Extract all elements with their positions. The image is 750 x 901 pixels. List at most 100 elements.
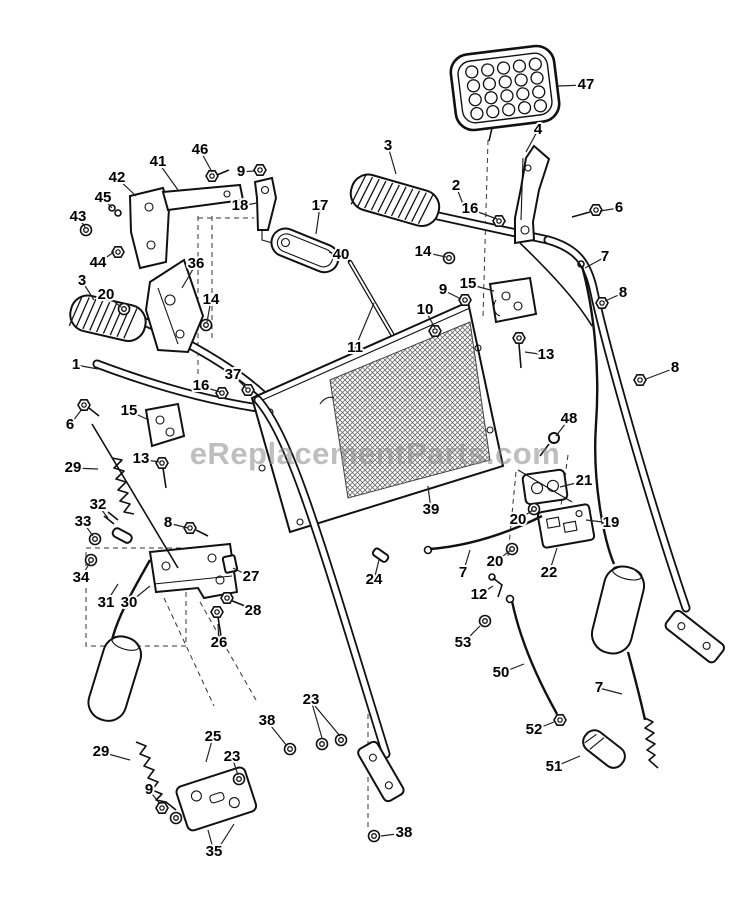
lever-17 bbox=[270, 227, 340, 274]
part-label-52: 52 bbox=[526, 721, 543, 738]
leader-line-37 bbox=[232, 374, 247, 389]
part-label-7: 7 bbox=[459, 564, 467, 581]
part-label-40: 40 bbox=[333, 246, 350, 263]
part-label-8: 8 bbox=[619, 284, 627, 301]
bolt-16-left bbox=[215, 386, 229, 400]
part-label-2: 2 bbox=[452, 177, 460, 194]
leader-line-8 bbox=[167, 522, 189, 529]
leader-line-34 bbox=[80, 561, 91, 579]
part-label-24: 24 bbox=[366, 571, 383, 588]
panel-mesh bbox=[329, 321, 491, 499]
leader-line-38 bbox=[380, 832, 405, 837]
part-label-23: 23 bbox=[224, 748, 241, 765]
leader-line-6 bbox=[599, 207, 620, 212]
part-label-32: 32 bbox=[90, 496, 107, 513]
part-label-22: 22 bbox=[541, 564, 558, 581]
part-label-14: 14 bbox=[203, 291, 220, 308]
headlight bbox=[449, 44, 561, 142]
leader-line-14 bbox=[206, 299, 212, 323]
part-label-44: 44 bbox=[90, 254, 107, 271]
washer-20-left bbox=[117, 302, 131, 316]
right-grip bbox=[349, 173, 441, 227]
bolt-6-left bbox=[77, 398, 91, 412]
right-cable-assembly bbox=[423, 260, 659, 769]
fasteners bbox=[77, 164, 647, 619]
bolt-16-right bbox=[492, 215, 506, 227]
bolt-9-bottom bbox=[155, 801, 169, 815]
washer-23-bottom bbox=[232, 772, 246, 786]
washer-38-bottom bbox=[367, 829, 381, 843]
leader-line-3 bbox=[387, 145, 397, 175]
right-upper-bracket bbox=[514, 144, 551, 245]
part-label-13: 13 bbox=[538, 346, 555, 363]
leader-line-24 bbox=[373, 559, 380, 581]
part-label-11: 11 bbox=[347, 339, 363, 356]
part-label-17: 17 bbox=[312, 197, 329, 214]
bracket-27 bbox=[221, 554, 239, 574]
leader-line-15 bbox=[467, 283, 495, 292]
clip-32 bbox=[103, 511, 119, 525]
part-label-26: 26 bbox=[211, 634, 228, 651]
part-label-29: 29 bbox=[93, 743, 110, 760]
rod-50 bbox=[510, 600, 559, 715]
part-label-20: 20 bbox=[510, 511, 527, 528]
part-label-16: 16 bbox=[462, 200, 479, 217]
part-label-1: 1 bbox=[72, 356, 80, 373]
leader-line-20 bbox=[494, 549, 512, 563]
washer-23-a bbox=[315, 737, 329, 751]
part-label-21: 21 bbox=[576, 472, 593, 489]
part-label-39: 39 bbox=[423, 501, 440, 518]
bolt-26 bbox=[210, 605, 224, 619]
part-label-43: 43 bbox=[70, 208, 87, 225]
washer-43 bbox=[79, 223, 93, 237]
part-label-36: 36 bbox=[188, 255, 205, 272]
part-label-20: 20 bbox=[98, 286, 115, 303]
grip-51 bbox=[582, 729, 626, 769]
part-label-15: 15 bbox=[460, 275, 477, 292]
part-label-38: 38 bbox=[396, 824, 413, 841]
washer-23-b bbox=[334, 733, 348, 747]
part-label-15: 15 bbox=[121, 402, 138, 419]
bolt-13-left bbox=[155, 456, 169, 470]
leader-line-51 bbox=[553, 755, 581, 768]
leader-line-20 bbox=[105, 294, 122, 308]
part-label-27: 27 bbox=[243, 568, 260, 585]
leader-line-13 bbox=[140, 458, 160, 463]
part-label-23: 23 bbox=[303, 691, 320, 708]
leader-line-50 bbox=[500, 663, 525, 674]
left-cable-assembly bbox=[87, 423, 179, 811]
leader-line-33 bbox=[82, 521, 94, 537]
leader-line-35 bbox=[207, 829, 215, 853]
part-label-30: 30 bbox=[121, 594, 138, 611]
spring-7-lower bbox=[644, 717, 659, 769]
pin-31 bbox=[111, 527, 133, 544]
right-foot-plate bbox=[664, 609, 725, 664]
leader-line-23 bbox=[231, 756, 239, 776]
part-label-7: 7 bbox=[601, 248, 609, 265]
part-label-8: 8 bbox=[671, 359, 679, 376]
pin-24 bbox=[371, 547, 390, 563]
leader-line-52 bbox=[533, 721, 555, 731]
leader-line-46 bbox=[199, 149, 213, 173]
part-label-28: 28 bbox=[245, 602, 262, 619]
cable-7-right bbox=[580, 265, 616, 565]
leader-line-22 bbox=[548, 547, 558, 574]
leader-line-3 bbox=[81, 280, 95, 301]
leader-line-40 bbox=[328, 251, 342, 256]
nut-52 bbox=[553, 713, 567, 727]
leader-line-20 bbox=[517, 509, 534, 521]
leader-line-39 bbox=[427, 485, 432, 511]
washer-34 bbox=[84, 553, 98, 567]
handle-uprights bbox=[253, 235, 725, 803]
part-label-48: 48 bbox=[561, 410, 578, 427]
part-label-3: 3 bbox=[78, 272, 86, 289]
bolt-8-right bbox=[595, 296, 609, 310]
leader-line-6 bbox=[69, 408, 83, 426]
control-panel bbox=[250, 300, 505, 534]
leader-line-12 bbox=[478, 585, 494, 596]
leader-line-16 bbox=[200, 385, 221, 393]
bolt-9-top bbox=[253, 164, 267, 176]
part-label-35: 35 bbox=[206, 843, 223, 860]
part-label-53: 53 bbox=[455, 634, 472, 651]
